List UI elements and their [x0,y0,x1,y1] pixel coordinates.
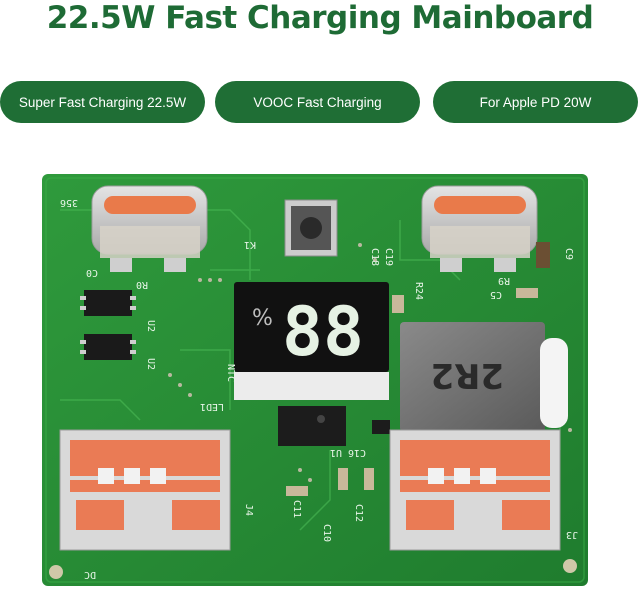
pcb-vias [168,243,572,482]
svg-text:C0: C0 [86,267,98,278]
mosfet-chips [84,290,132,360]
svg-text:C18: C18 [369,248,380,266]
ic-chip [278,406,346,446]
svg-text:DC: DC [84,569,96,580]
feature-pill-fast-charging: Super Fast Charging 22.5W [0,81,205,123]
smd-components [286,242,550,496]
svg-text:U2: U2 [145,358,156,370]
charging-board-photo: % 88 2R2 [42,174,588,586]
led-display: % 88 [234,282,389,372]
svg-text:C11: C11 [291,500,302,518]
svg-text:%: % [252,306,273,331]
svg-text:R24: R24 [413,282,424,300]
svg-text:J4: J4 [243,504,254,516]
push-button [284,199,338,257]
svg-text:R0: R0 [136,279,148,290]
svg-text:NTC: NTC [225,364,236,382]
usb-a-port-left [59,429,231,551]
display-digits: 88 [282,293,364,372]
inductor: 2R2 [400,322,545,432]
svg-text:C19: C19 [383,248,394,266]
svg-text:U1: U1 [330,447,342,458]
page-title: 22.5W Fast Charging Mainboard [46,0,594,36]
inductor-label: 2R2 [431,355,505,395]
usb-a-port-right [389,429,561,551]
svg-text:LED1: LED1 [200,401,224,412]
svg-text:C9: C9 [563,248,574,260]
svg-text:C5: C5 [490,289,502,300]
usb-c-port-left [91,185,208,272]
feature-pill-vooc: VOOC Fast Charging [215,81,420,123]
mounting-holes [49,559,577,579]
svg-text:R9: R9 [498,275,510,286]
svg-text:U2: U2 [145,320,156,332]
usb-c-port-right [421,185,538,272]
feature-pill-apple-pd: For Apple PD 20W [433,81,638,123]
svg-text:J3: J3 [566,529,578,540]
svg-text:C12: C12 [353,504,364,522]
svg-text:K1: K1 [244,239,256,250]
svg-text:356: 356 [60,197,78,208]
silkscreen-labels: K1 C18 C19 C9 R24 C0 R0 U2 U2 C5 R9 NTC … [60,197,578,580]
svg-text:C16: C16 [348,447,366,458]
svg-text:C10: C10 [321,524,332,542]
